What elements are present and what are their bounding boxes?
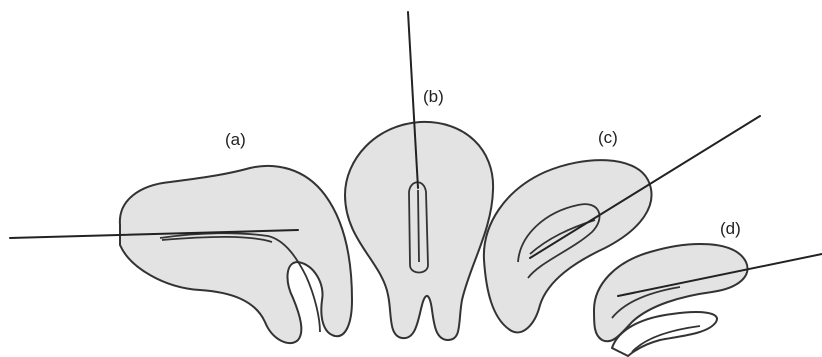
label-a: (a) — [225, 130, 246, 149]
shape-b — [345, 12, 493, 340]
shape-a — [10, 166, 352, 343]
shape-b-inner-line — [418, 190, 419, 262]
label-d: (d) — [720, 219, 741, 238]
shape-a-outline — [120, 166, 352, 343]
shape-d — [594, 244, 822, 356]
label-c: (c) — [598, 128, 618, 147]
label-b: (b) — [423, 87, 444, 106]
